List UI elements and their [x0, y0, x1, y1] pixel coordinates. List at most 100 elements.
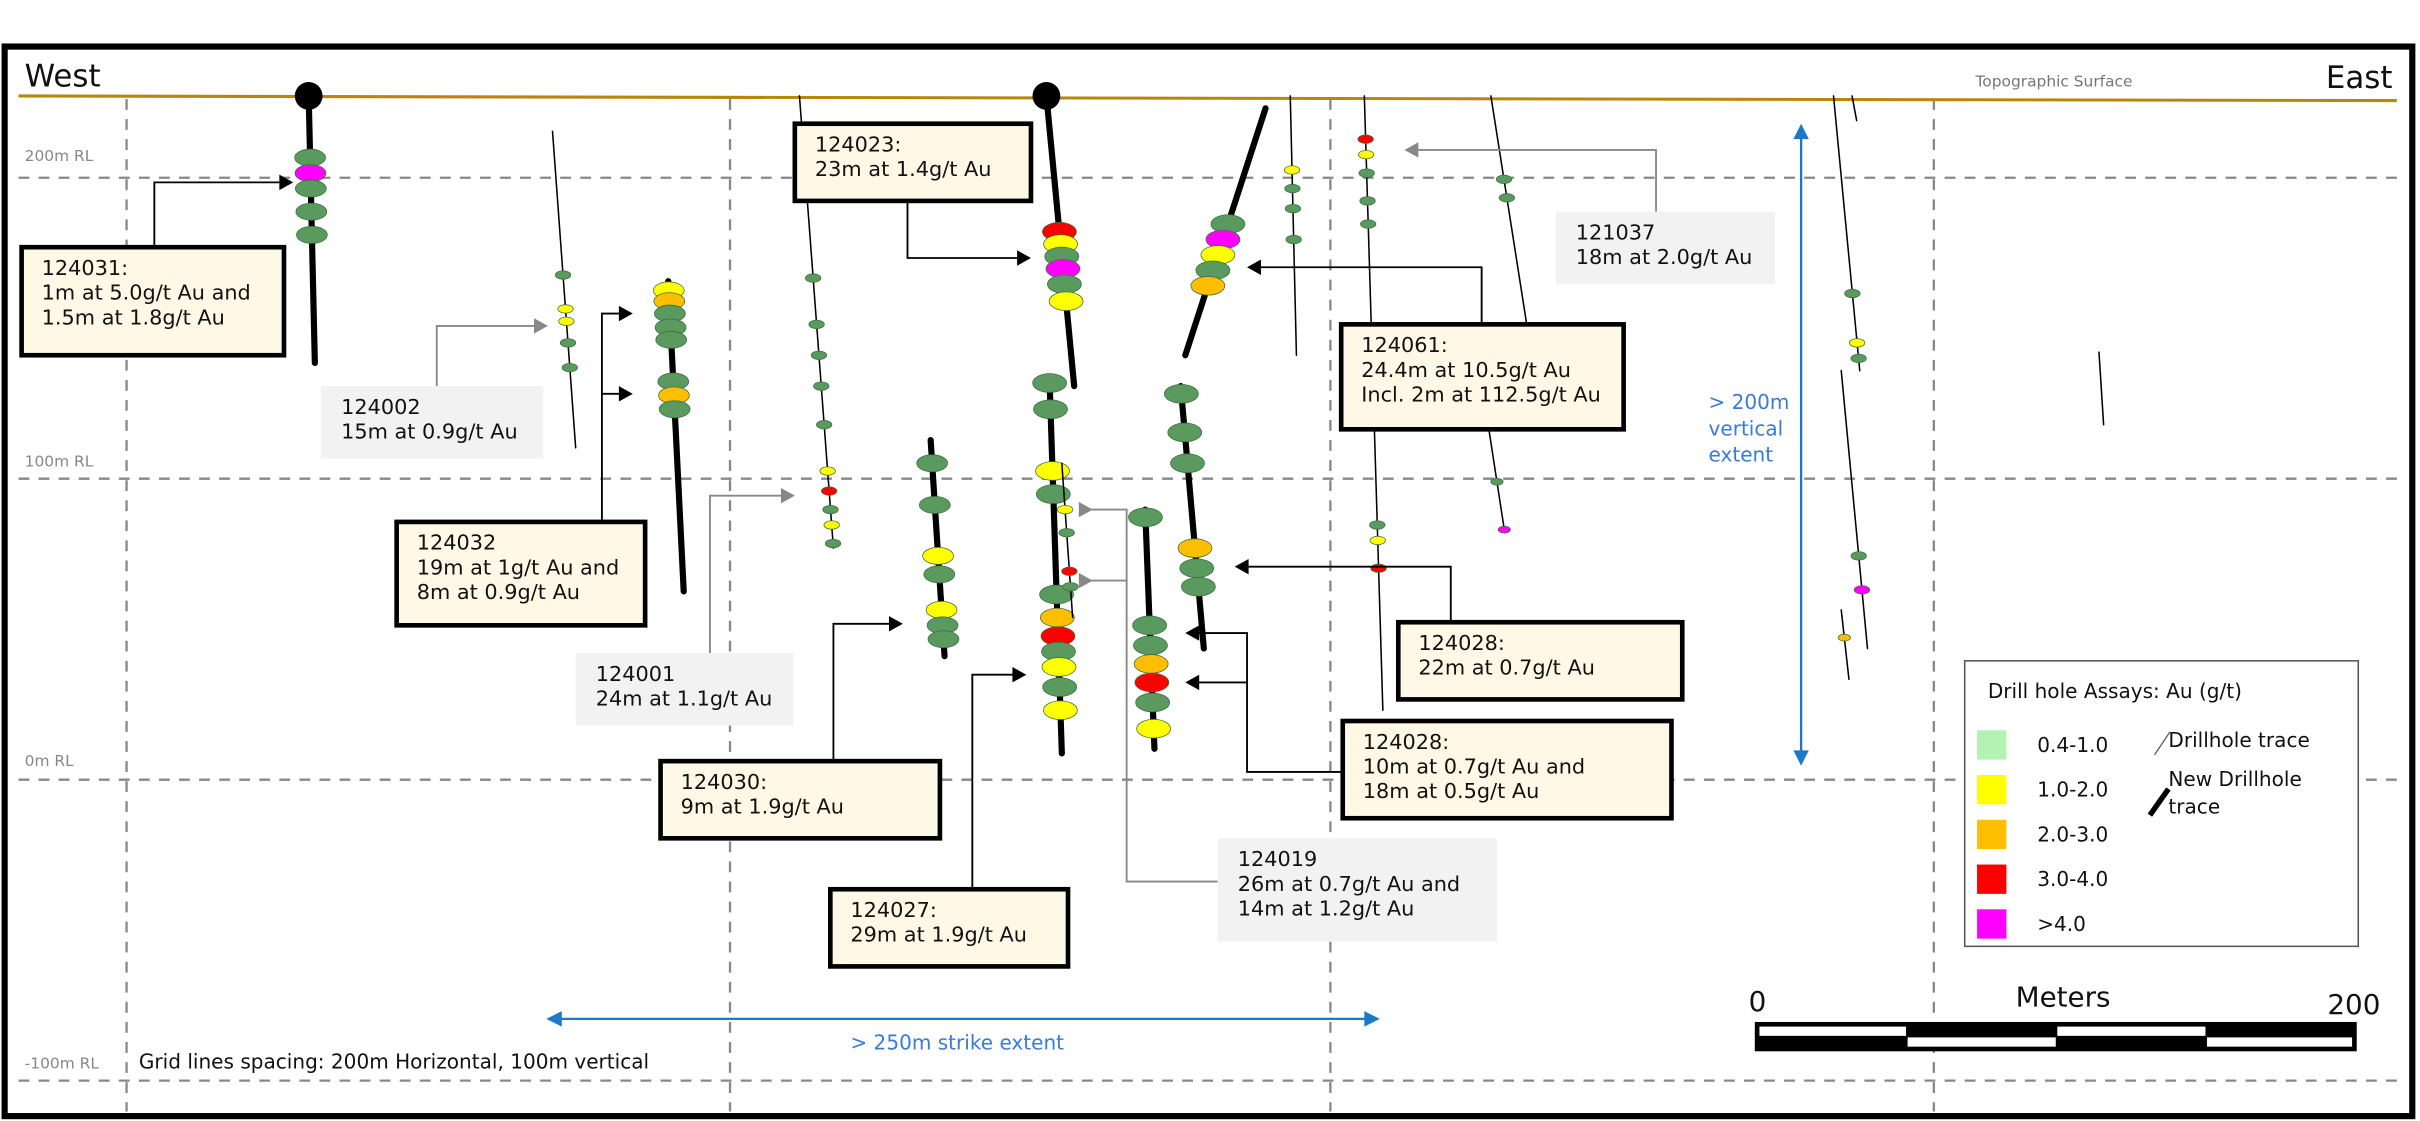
assay-interval	[294, 148, 326, 167]
arrowhead-icon	[1017, 250, 1031, 266]
assay-interval	[295, 202, 328, 221]
new-drillhole	[294, 82, 328, 367]
assay-interval	[1040, 607, 1075, 628]
assay-interval	[824, 538, 842, 549]
legend-class-label: 3.0-4.0	[2037, 867, 2108, 891]
callout-text: 23m at 1.4g/t Au	[815, 157, 992, 181]
arrowhead-icon	[1247, 259, 1261, 275]
new-drillhole-trace-symbol	[2147, 787, 2171, 817]
vertical-extent-line2: vertical	[1709, 416, 1784, 440]
callout-connector	[153, 174, 294, 248]
assay-interval	[1170, 453, 1205, 473]
drillhole	[1490, 95, 1529, 333]
drillhole	[1851, 95, 1858, 122]
assay-interval	[1133, 654, 1169, 674]
assay-interval	[925, 601, 958, 619]
scale-unit: Meters	[2016, 981, 2111, 1014]
legend-swatch	[1977, 864, 2007, 894]
callout-text: 15m at 0.9g/t Au	[341, 420, 518, 444]
assay-interval	[1490, 478, 1504, 486]
callout-text: 124023:	[815, 133, 902, 157]
callout-connector	[600, 305, 633, 522]
legend-class-label: 2.0-3.0	[2037, 822, 2108, 846]
topographic-label: Topographic Surface	[1975, 73, 2133, 91]
assay-interval	[1850, 551, 1867, 561]
callout-text: 9m at 1.9g/t Au	[681, 795, 844, 819]
assay-interval	[296, 225, 328, 244]
arrowhead-icon	[534, 318, 548, 334]
legend-class-label: 0.4-1.0	[2037, 733, 2108, 757]
callout-text: 124027:	[850, 898, 937, 922]
callout-text: 124061:	[1361, 333, 1448, 357]
callout-124030: 124030:9m at 1.9g/t Au	[658, 758, 943, 841]
assay-interval	[1369, 535, 1386, 546]
assay-interval	[1849, 338, 1866, 348]
legend-trace-label: Drillhole trace	[2168, 728, 2309, 752]
callout-connector	[1234, 558, 1452, 623]
east-label: East	[2326, 60, 2393, 96]
assay-interval	[916, 454, 948, 473]
topographic-surface	[18, 94, 2397, 103]
callout-text: 19m at 1g/t Au and	[417, 555, 619, 579]
grid-spacing-note: Grid lines spacing: 200m Horizontal, 100…	[139, 1049, 649, 1073]
assay-interval	[1285, 234, 1302, 245]
arrowhead-icon	[618, 305, 633, 322]
legend-swatch	[1977, 909, 2007, 939]
drillholes	[294, 82, 2105, 757]
scale-end: 200	[2327, 988, 2380, 1021]
callout-124023: 124023:23m at 1.4g/t Au	[792, 121, 1034, 204]
callout-text: Incl. 2m at 112.5g/t Au	[1361, 383, 1601, 407]
legend-swatch	[1977, 775, 2007, 805]
new-drillhole	[1032, 82, 1084, 390]
assay-interval	[1844, 288, 1861, 299]
callout-text: 1m at 5.0g/t Au and	[42, 281, 251, 305]
assay-interval	[1133, 635, 1168, 656]
assay-interval	[813, 381, 830, 391]
scale-bar: 0 Meters 200	[1749, 981, 2380, 1052]
assay-interval	[1283, 165, 1301, 175]
callout-text: 124031:	[42, 256, 129, 280]
assay-interval	[808, 319, 825, 329]
legend-class-label: >4.0	[2037, 912, 2086, 936]
drillhole	[551, 130, 578, 449]
callout-text: 22m at 0.7g/t Au	[1418, 656, 1595, 680]
callout-connector	[1404, 142, 1657, 212]
legend-new-trace-line1: New Drillhole	[2168, 767, 2301, 791]
assay-interval	[918, 496, 951, 514]
assay-interval	[1498, 193, 1515, 203]
strike-extent-label: > 250m strike extent	[850, 1031, 1064, 1055]
callout-124027: 124027:29m at 1.9g/t Au	[828, 886, 1071, 969]
assay-interval	[805, 273, 822, 283]
legend-swatch	[1977, 730, 2007, 760]
new-drillhole	[1128, 506, 1172, 752]
callout-text: 18m at 0.5g/t Au	[1363, 779, 1540, 803]
assay-interval	[561, 362, 578, 373]
assay-interval	[1047, 274, 1082, 294]
assay-interval	[294, 164, 327, 182]
callout-text: 29m at 1.9g/t Au	[850, 923, 1027, 947]
callout-connector	[906, 200, 1031, 266]
assay-interval	[1850, 353, 1867, 363]
assay-interval	[1177, 538, 1213, 558]
rl-label-minus100: -100m RL	[25, 1054, 100, 1072]
callout-text: 14m at 1.2g/t Au	[1238, 896, 1415, 920]
assay-interval	[1497, 525, 1511, 534]
callout-connector	[709, 487, 795, 654]
drillhole	[1837, 609, 1851, 681]
callout-connector	[1078, 501, 1218, 883]
collar-marker	[1032, 82, 1061, 110]
assay-interval	[1190, 276, 1226, 296]
assay-interval	[1128, 507, 1163, 528]
assay-interval	[655, 330, 688, 349]
assay-interval	[1163, 384, 1199, 404]
assay-interval	[1359, 196, 1376, 206]
assay-interval	[1041, 657, 1077, 677]
arrowhead-icon	[1012, 666, 1027, 683]
assay-interval	[816, 420, 833, 430]
assay-interval	[1369, 520, 1386, 530]
